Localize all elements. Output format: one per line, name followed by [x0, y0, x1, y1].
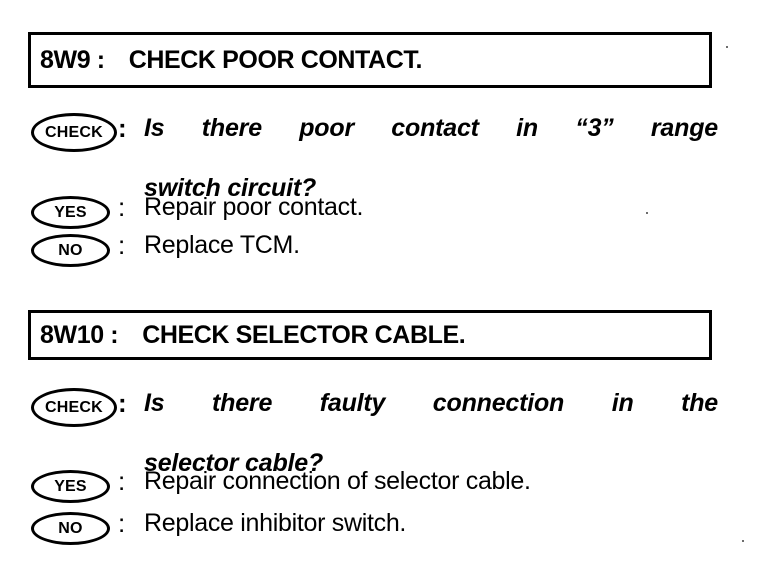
no-separator: :: [118, 508, 126, 538]
no-answer-cell: Replace inhibitor switch.: [144, 509, 768, 537]
scan-speck: [646, 212, 648, 214]
check-question-cell: Is there poor contact in “3” range switc…: [144, 113, 768, 203]
yes-answer-cell: Repair connection of selector cable.: [144, 467, 768, 495]
step-header-box-8w10: 8W10 : CHECK SELECTOR CABLE.: [28, 310, 712, 360]
step-header-box-8w9: 8W9 : CHECK POOR CONTACT.: [28, 32, 712, 88]
yes-answer-text: Repair connection of selector cable.: [144, 467, 531, 495]
step-code: 8W10 :: [40, 320, 119, 349]
no-badge: NO: [31, 234, 110, 267]
step-code: 8W9 :: [40, 45, 105, 74]
check-question-text: Is there poor contact in “3” range switc…: [144, 113, 718, 203]
no-answer-text: Replace inhibitor switch.: [144, 509, 407, 537]
check-question-cell: Is there faulty connection in the select…: [144, 388, 768, 478]
scan-speck: [726, 46, 728, 48]
check-badge: CHECK: [31, 388, 117, 427]
yes-answer-text: Repair poor contact.: [144, 193, 364, 221]
yes-separator: :: [118, 192, 126, 222]
check-question-line-2: selector cable?: [144, 449, 324, 477]
answer-row-no-8w10: NO : Replace inhibitor switch.: [0, 509, 768, 545]
no-separator: :: [118, 230, 126, 260]
step-title: CHECK POOR CONTACT.: [128, 45, 423, 74]
no-badge: NO: [31, 512, 110, 545]
yes-separator: :: [118, 466, 126, 496]
check-question-line-1: Is there poor contact in “3” range: [144, 114, 718, 142]
check-question-line-2: switch circuit?: [144, 174, 317, 202]
scan-speck: [742, 540, 744, 542]
step-title: CHECK SELECTOR CABLE.: [142, 320, 466, 349]
no-badge-cell: NO: [0, 231, 118, 267]
no-answer-cell: Replace TCM.: [144, 231, 768, 259]
yes-badge-cell: YES: [0, 467, 118, 503]
check-row-8w10: CHECK : Is there faulty connection in th…: [0, 388, 768, 478]
no-answer-text: Replace TCM.: [144, 231, 300, 259]
check-question-line-1: Is there faulty connection in the: [144, 389, 718, 417]
check-row-8w9: CHECK : Is there poor contact in “3” ran…: [0, 113, 768, 203]
check-separator: :: [118, 388, 127, 418]
answer-row-yes-8w10: YES : Repair connection of selector cabl…: [0, 467, 768, 503]
yes-answer-cell: Repair poor contact.: [144, 193, 768, 221]
yes-badge-cell: YES: [0, 193, 118, 229]
yes-badge: YES: [31, 470, 110, 503]
check-badge-cell: CHECK: [0, 388, 118, 427]
answer-row-no-8w9: NO : Replace TCM.: [0, 231, 768, 267]
check-badge-cell: CHECK: [0, 113, 118, 152]
check-badge: CHECK: [31, 113, 117, 152]
no-badge-cell: NO: [0, 509, 118, 545]
answer-row-yes-8w9: YES : Repair poor contact.: [0, 193, 768, 229]
check-separator: :: [118, 113, 127, 143]
check-question-text: Is there faulty connection in the select…: [144, 388, 718, 478]
yes-badge: YES: [31, 196, 110, 229]
